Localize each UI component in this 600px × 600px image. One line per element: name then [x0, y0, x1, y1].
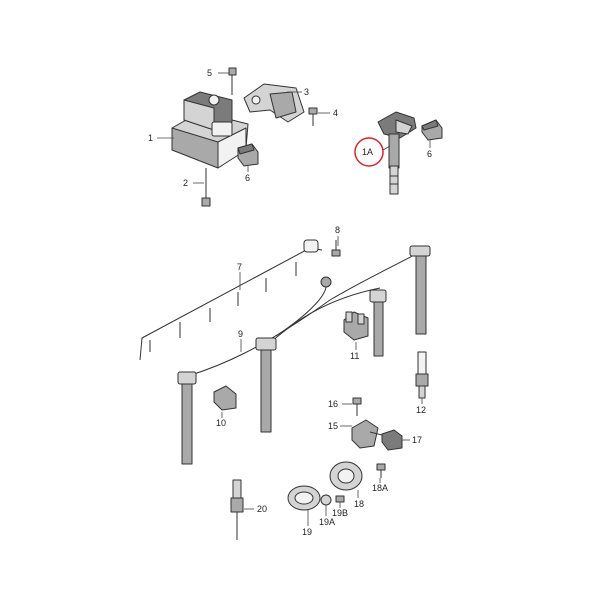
sender-wheel-18 — [329, 461, 363, 491]
callout-10: 10 — [216, 418, 226, 428]
clip-11 — [343, 311, 369, 341]
callout-1a: 1A — [362, 147, 373, 157]
leader-lines — [157, 72, 431, 526]
connector-6-left — [237, 143, 259, 167]
callout-1: 1 — [148, 133, 153, 143]
callout-18: 18 — [354, 499, 364, 509]
long-bolt-2 — [201, 168, 211, 207]
callout-2: 2 — [183, 178, 188, 188]
glow-plug-20 — [230, 479, 244, 540]
callout-19b: 19B — [332, 508, 348, 518]
washer-19a — [320, 494, 332, 506]
bolt-18a — [376, 463, 386, 478]
callout-labels: 1 1A 2 3 4 5 6 6 7 8 9 10 11 12 16 15 17… — [148, 68, 432, 537]
callout-3: 3 — [304, 87, 309, 97]
callout-16: 16 — [328, 399, 338, 409]
screw-16 — [352, 397, 362, 416]
rotor-19 — [287, 485, 321, 511]
callout-4: 4 — [333, 108, 338, 118]
callout-18a: 18A — [372, 483, 388, 493]
callout-11: 11 — [350, 351, 359, 361]
callout-6-right: 6 — [427, 149, 432, 159]
ignition-leads-9 — [177, 245, 431, 465]
bolt-8 — [331, 240, 341, 257]
pencil-ignition-coil-1a — [377, 111, 417, 195]
clip-10 — [213, 385, 237, 411]
callout-12: 12 — [416, 405, 426, 415]
connector-17 — [381, 429, 403, 451]
connector-6-right — [421, 119, 443, 141]
sensor-15 — [351, 419, 387, 449]
callout-19: 19 — [302, 527, 312, 537]
callout-15: 15 — [328, 421, 338, 431]
callout-8: 8 — [335, 225, 340, 235]
bolt-5 — [228, 67, 237, 95]
callout-17: 17 — [412, 435, 422, 445]
spark-plug-12 — [415, 351, 429, 399]
lead-holder-rail-7 — [139, 239, 323, 361]
bolt-19b — [335, 495, 345, 503]
callout-7: 7 — [237, 262, 242, 272]
callout-20: 20 — [257, 504, 267, 514]
callout-9: 9 — [238, 329, 243, 339]
bracket-3 — [243, 83, 305, 123]
screw-4 — [308, 107, 318, 126]
ignition-coil-pack — [171, 91, 249, 169]
callout-6-left: 6 — [245, 173, 250, 183]
callout-19a: 19A — [319, 517, 335, 527]
highlight-circle — [354, 137, 384, 167]
callout-5: 5 — [207, 68, 212, 78]
